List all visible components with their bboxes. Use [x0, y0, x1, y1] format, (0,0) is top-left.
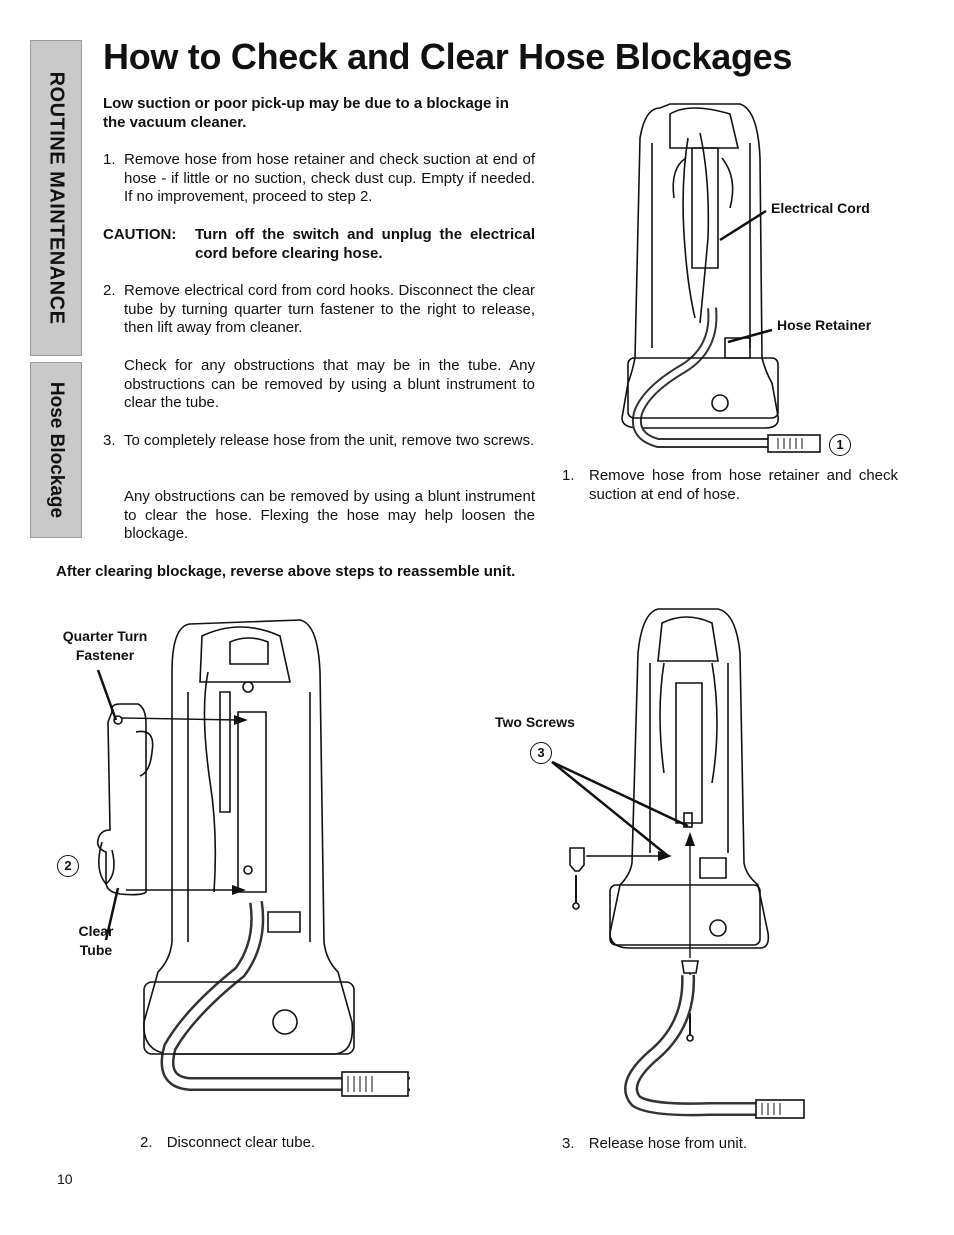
- intro-text: Low suction or poor pick-up may be due t…: [103, 95, 509, 131]
- figure-3-caption: 3. Release hose from unit.: [562, 1134, 862, 1153]
- step-3-followup: Any obstructions can be removed by using…: [103, 488, 535, 548]
- figure-2-caption-number: 2.: [140, 1134, 153, 1151]
- step-2-followup: Check for any obstructions that may be i…: [103, 357, 535, 417]
- label-clear-tube-line-1: Clear: [78, 923, 114, 939]
- figure-3-caption-number: 3.: [562, 1135, 575, 1152]
- figure-2-caption: 2. Disconnect clear tube.: [140, 1133, 400, 1152]
- figure-1-illustration: [621, 103, 821, 453]
- step-1: 1. Remove hose from hose retainer and ch…: [103, 151, 535, 211]
- figure-2-illustration: [96, 619, 410, 1097]
- step-2: 2. Remove electrical cord from cord hook…: [103, 282, 535, 342]
- figure-3-illustration: [569, 608, 805, 1119]
- label-quarter-turn-line-2: Fastener: [75, 647, 135, 663]
- figure-1-caption: 1. Remove hose from hose retainer and ch…: [562, 466, 898, 506]
- step-3-number: 3.: [103, 432, 116, 449]
- step-1-number: 1.: [103, 151, 116, 168]
- figure-1-caption-number: 1.: [562, 467, 575, 484]
- step-2-followup-text: Check for any obstructions that may be i…: [124, 357, 535, 411]
- step-1-text: Remove hose from hose retainer and check…: [124, 151, 535, 205]
- figure-3-caption-text: Release hose from unit.: [588, 1135, 748, 1152]
- label-quarter-turn-fastener: Quarter Turn Fastener: [58, 627, 152, 665]
- reassemble-note: After clearing blockage, reverse above s…: [56, 563, 516, 580]
- figure-1-caption-text: Remove hose from hose retainer and check…: [589, 467, 898, 503]
- label-electrical-cord: Electrical Cord: [771, 200, 870, 216]
- label-quarter-turn-line-1: Quarter Turn: [62, 628, 148, 644]
- label-two-screws: Two Screws: [495, 714, 575, 730]
- step-2-number: 2.: [103, 282, 116, 299]
- caution-label: CAUTION:: [103, 226, 177, 243]
- step-3: 3. To completely release hose from the u…: [103, 432, 535, 472]
- step-3-followup-text: Any obstructions can be removed by using…: [124, 488, 535, 542]
- step-3-text: To completely release hose from the unit…: [124, 432, 535, 449]
- page-title: How to Check and Clear Hose Blockages: [103, 36, 793, 77]
- step-badge-3: 3: [530, 742, 552, 764]
- step-badge-1: 1: [829, 434, 851, 456]
- label-hose-retainer: Hose Retainer: [777, 317, 872, 333]
- caution-block: CAUTION: Turn off the switch and unplug …: [103, 226, 535, 266]
- label-clear-tube: Clear Tube: [74, 922, 118, 960]
- step-badge-2: 2: [57, 855, 79, 877]
- section-tab: ROUTINE MAINTENANCE: [30, 40, 82, 356]
- figure-2-caption-text: Disconnect clear tube.: [166, 1134, 316, 1151]
- label-clear-tube-line-2: Tube: [79, 942, 113, 958]
- page-number: 10: [57, 1171, 73, 1187]
- step-2-text: Remove electrical cord from cord hooks. …: [124, 282, 535, 336]
- topic-tab: Hose Blockage: [30, 362, 82, 538]
- caution-text: Turn off the switch and unplug the elect…: [195, 226, 535, 262]
